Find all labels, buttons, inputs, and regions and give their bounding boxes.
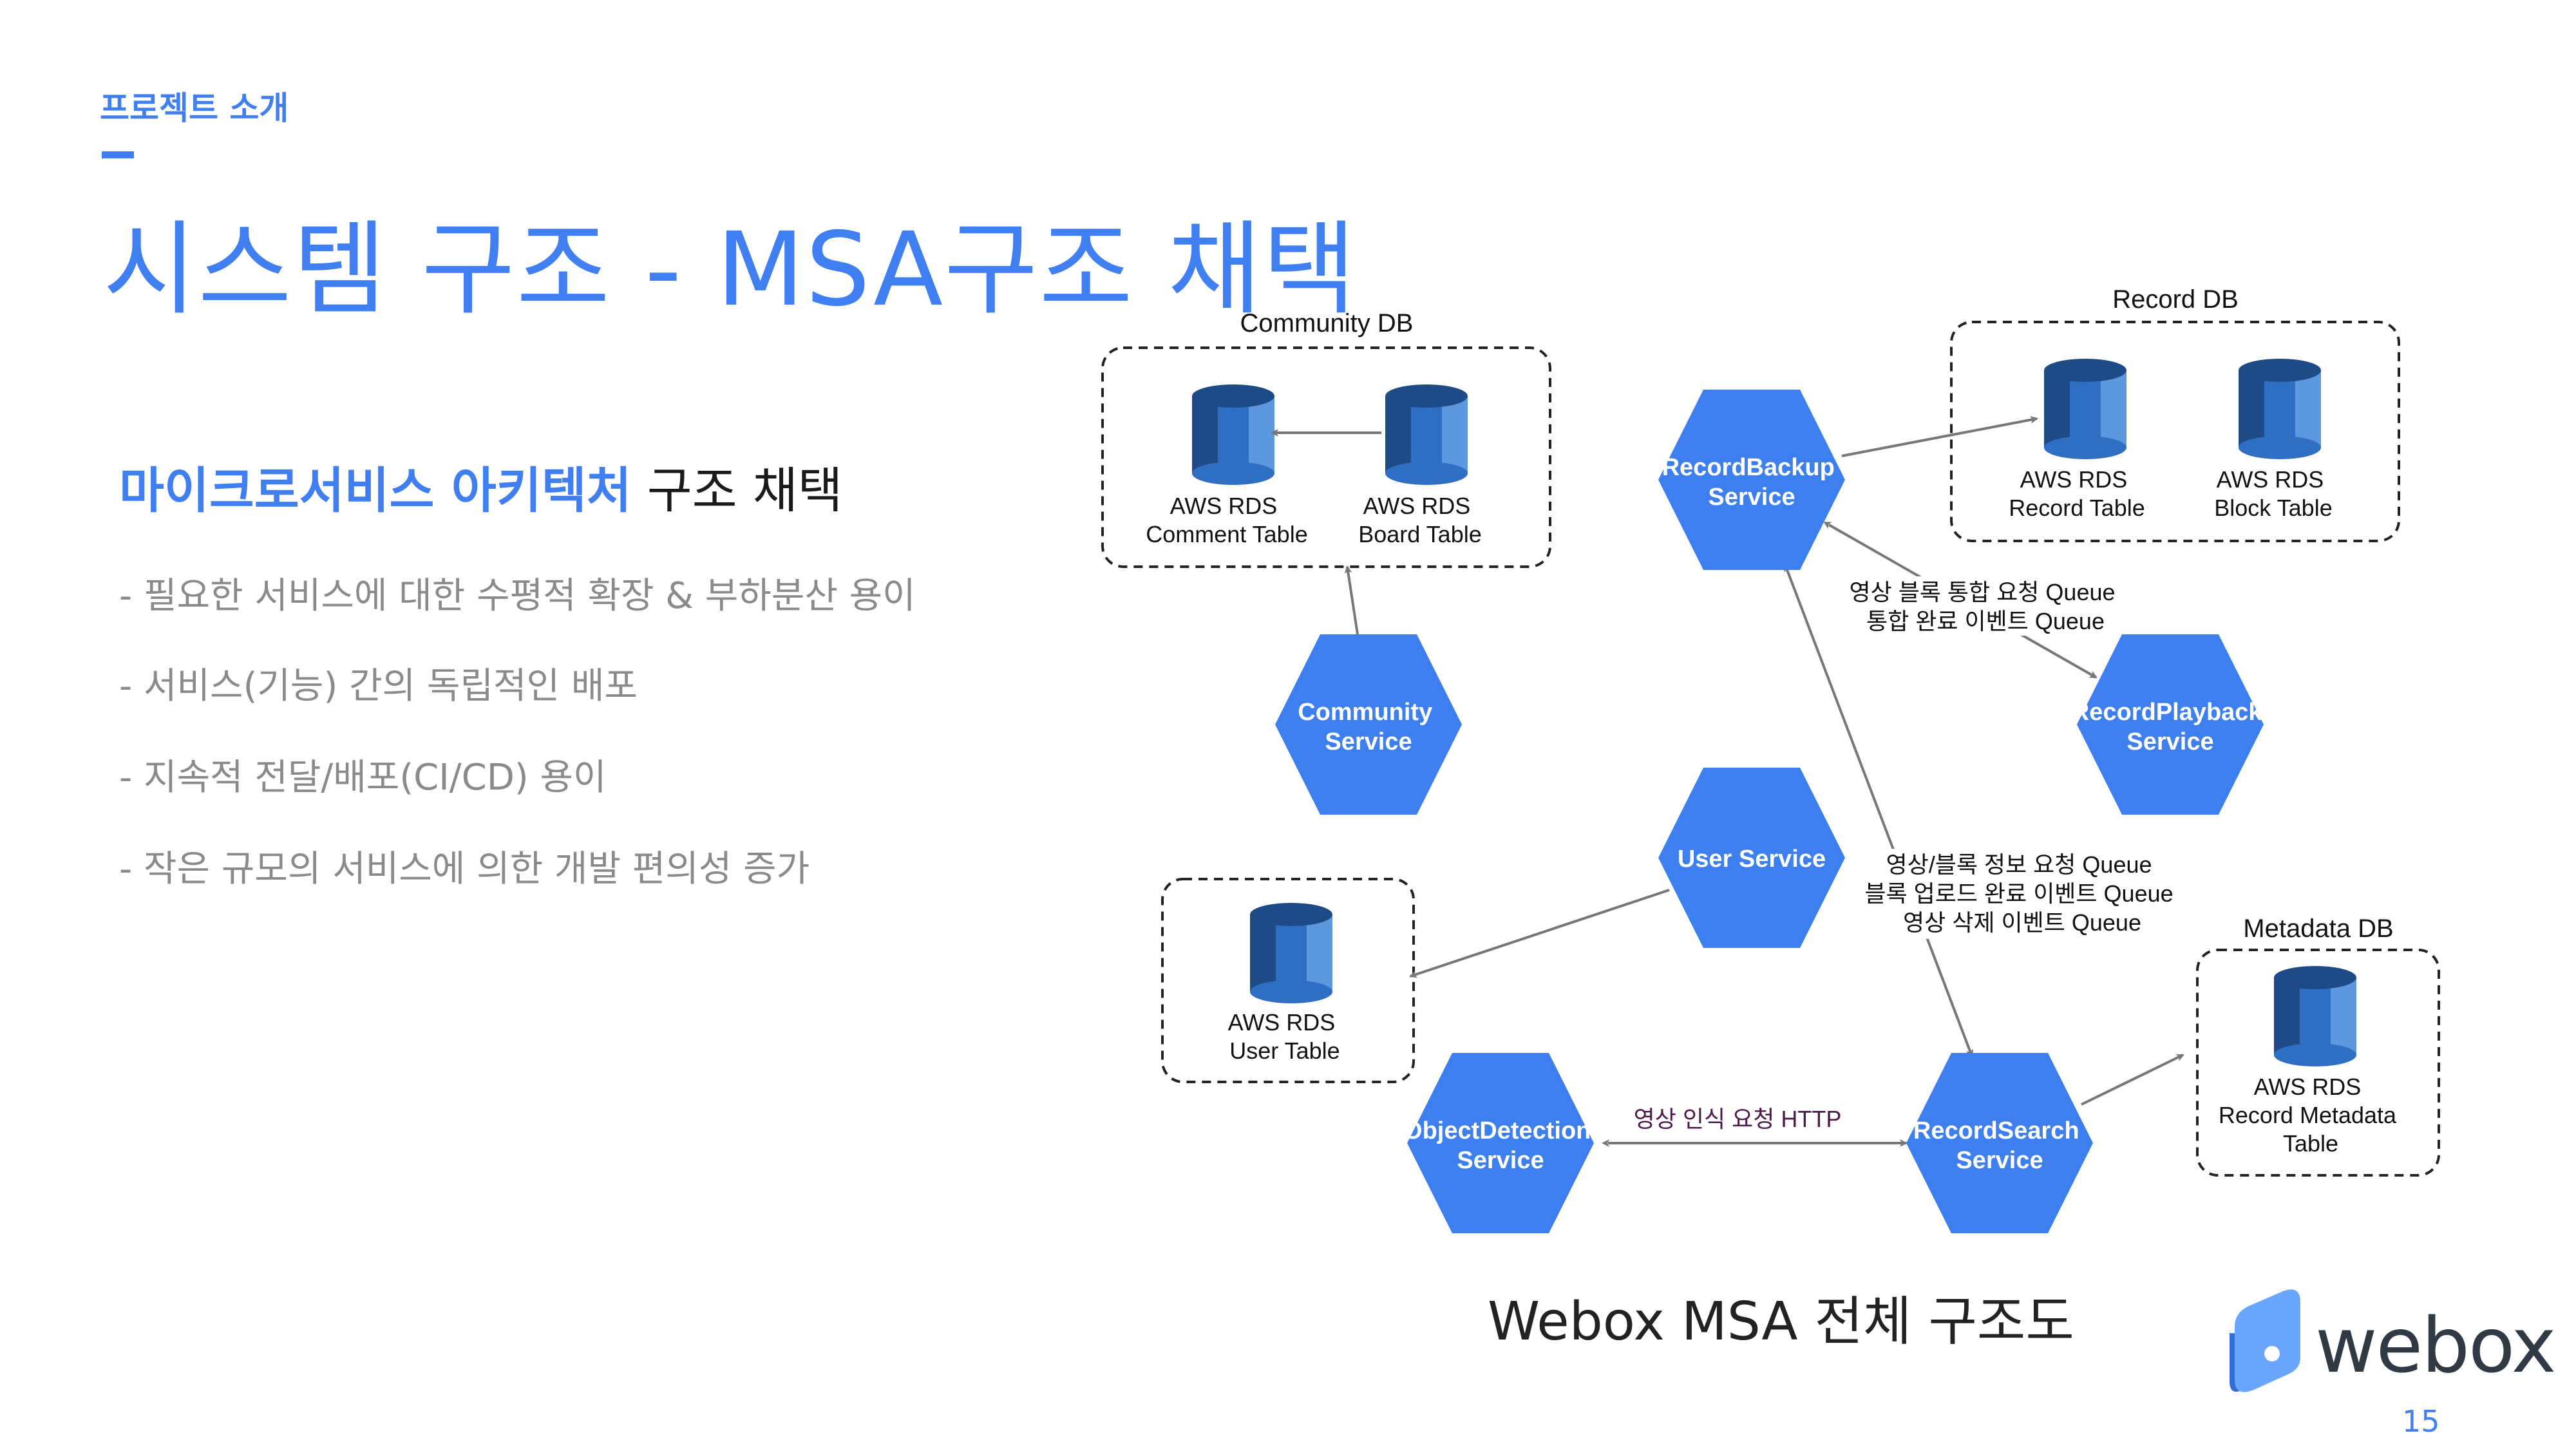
database-icon <box>2044 359 2126 459</box>
db-label-line: Record Metadata <box>2219 1102 2397 1128</box>
db-label-line: AWS RDS <box>1228 1009 1336 1036</box>
webox-logo-text: webox <box>2315 1301 2556 1390</box>
db-label-line: Record Table <box>2009 495 2145 521</box>
edge-label-bg <box>1834 576 2137 636</box>
edge-search-to-metadata-db <box>2081 1054 2184 1106</box>
subtitle: 마이크로서비스 아키텍처 구조 채택 <box>119 451 843 522</box>
database-icon <box>1192 384 1274 485</box>
bullet-item: - 작은 규모의 서비스에 의한 개발 편의성 증가 <box>119 848 810 890</box>
db-label-line: AWS RDS <box>2217 466 2324 493</box>
database-icon <box>1250 903 1332 1003</box>
service-label-line: Service <box>1708 484 1795 511</box>
svg-text:User Service: User Service <box>1678 846 1826 873</box>
db-label: AWS RDS Record Table <box>2009 466 2145 521</box>
page-number: 15 <box>2402 1404 2440 1439</box>
database-icon <box>2239 359 2321 459</box>
db-label-line: AWS RDS <box>1363 493 1471 519</box>
edge-label-line: 영상 삭제 이벤트 Queue <box>1903 909 2141 936</box>
db-label-line: AWS RDS <box>2254 1074 2362 1100</box>
db-label-line: User Table <box>1229 1037 1340 1064</box>
edge-user-to-user-db <box>1409 889 1670 978</box>
db-label-line: Board Table <box>1358 521 1481 547</box>
bullet-item: - 필요한 서비스에 대한 수평적 확장 & 부하분산 용이 <box>119 575 916 617</box>
svg-text:ObjectDetection Service: ObjectDetection Service <box>1403 1117 1598 1174</box>
edge-label-line: 통합 완료 이벤트 Queue <box>1866 608 2105 634</box>
community-db-label: Community DB <box>1240 309 1414 337</box>
edge-label-playback-queue: 영상 블록 통합 요청 Queue 통합 완료 이벤트 Queue <box>1849 579 2121 634</box>
database-icon <box>2274 966 2356 1066</box>
service-label-line: ObjectDetection <box>1403 1117 1591 1144</box>
service-label-line: Service <box>1325 728 1412 755</box>
edge-label-line: 블록 업로드 완료 이벤트 Queue <box>1864 880 2173 907</box>
db-label: AWS RDS Block Table <box>2214 466 2332 521</box>
record-db-group <box>1950 321 2400 542</box>
edge-backup-to-record-db <box>1841 415 2038 457</box>
service-record-backup[interactable]: RecordBackup Service <box>1658 390 1845 570</box>
service-label-line: Community <box>1298 699 1432 726</box>
metadata-db-label: Metadata DB <box>2243 914 2393 943</box>
diagram-caption: Webox MSA 전체 구조도 <box>1488 1291 2074 1352</box>
edge-label-search-queue: 영상/블록 정보 요청 Queue 블록 업로드 완료 이벤트 Queue 영상… <box>1864 851 2179 936</box>
svg-text:RecordPlayback Service: RecordPlayback Service <box>2072 699 2269 755</box>
edge-label-line: 영상/블록 정보 요청 Queue <box>1886 851 2152 878</box>
metadata-db-group <box>2196 949 2440 1177</box>
edge-label-bg <box>1848 849 2196 939</box>
db-label: AWS RDS Record Metadata Table <box>2219 1074 2403 1157</box>
service-object-detection[interactable]: ObjectDetection Service <box>1403 1053 1598 1233</box>
webox-logo-icon <box>2230 1289 2300 1392</box>
edge-backup-search <box>1784 564 1974 1057</box>
svg-text:RecordBackup Service: RecordBackup Service <box>1662 454 1842 511</box>
service-label-line: Service <box>2126 728 2213 755</box>
slide-title: 시스템 구조 - MSA구조 채택 <box>103 211 1358 329</box>
edge-community-to-community-db <box>1344 565 1359 635</box>
database-icon <box>1385 384 1468 485</box>
db-label: AWS RDS Board Table <box>1358 493 1481 547</box>
record-db-label: Record DB <box>2112 285 2239 314</box>
db-label: AWS RDS Comment Table <box>1146 493 1307 547</box>
section-label: 프로젝트 소개 <box>100 90 289 127</box>
db-label: AWS RDS User Table <box>1228 1009 1342 1064</box>
svg-text:RecordSearch Service: RecordSearch Service <box>1913 1117 2086 1174</box>
db-label-line: Table <box>2283 1130 2338 1157</box>
db-label-line: Comment Table <box>1146 521 1307 547</box>
bullet-item: - 서비스(기능) 간의 독립적인 배포 <box>119 665 638 707</box>
edge-label-line: 영상 블록 통합 요청 Queue <box>1849 579 2115 605</box>
service-user[interactable]: User Service <box>1658 768 1845 948</box>
accent-bar <box>102 151 134 158</box>
db-label-line: AWS RDS <box>2020 466 2128 493</box>
service-label-line: RecordBackup <box>1662 454 1835 481</box>
subtitle-rest: 구조 채택 <box>631 462 843 519</box>
svg-text:Community Service: Community Service <box>1298 699 1439 755</box>
user-db-group <box>1161 878 1415 1083</box>
service-label-line: Service <box>1956 1147 2043 1174</box>
service-label-line: User Service <box>1678 846 1826 873</box>
service-label-line: RecordPlayback <box>2072 699 2263 726</box>
db-label-line: AWS RDS <box>1170 493 1278 519</box>
subtitle-highlight: 마이크로서비스 아키텍처 <box>119 462 632 519</box>
service-label-line: Service <box>1457 1147 1544 1174</box>
service-record-playback[interactable]: RecordPlayback Service <box>2072 634 2269 815</box>
service-community[interactable]: Community Service <box>1275 634 1462 815</box>
service-label-line: RecordSearch <box>1913 1117 2079 1144</box>
bullet-item: - 지속적 전달/배포(CI/CD) 용이 <box>119 757 607 799</box>
edge-label-http: 영상 인식 요청 HTTP <box>1634 1106 1842 1132</box>
service-record-search[interactable]: RecordSearch Service <box>1906 1053 2093 1233</box>
db-label-line: Block Table <box>2214 495 2332 521</box>
community-db-group <box>1101 346 1551 568</box>
